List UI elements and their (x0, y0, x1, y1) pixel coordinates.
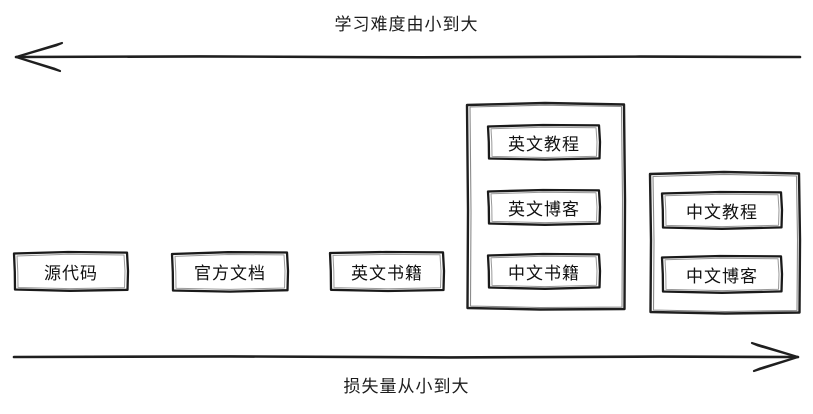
group-box-english (465, 101, 627, 311)
top-axis-arrow (14, 41, 802, 73)
node-box-english-blog[interactable] (486, 188, 602, 226)
node-box-english-tutorial[interactable] (486, 123, 602, 161)
node-box-chinese-blog[interactable] (660, 254, 784, 294)
group-box-chinese (648, 170, 802, 315)
bottom-axis-caption: 损失量从小到大 (343, 377, 470, 397)
node-box-source-code[interactable] (12, 250, 130, 292)
node-box-chinese-books[interactable] (486, 252, 602, 290)
node-box-english-books[interactable] (328, 250, 446, 293)
node-box-chinese-tutorial[interactable] (660, 190, 784, 230)
top-axis-caption: 学习难度由小到大 (334, 15, 479, 35)
bottom-axis-arrow (12, 341, 800, 373)
node-box-official-docs[interactable] (170, 251, 290, 293)
